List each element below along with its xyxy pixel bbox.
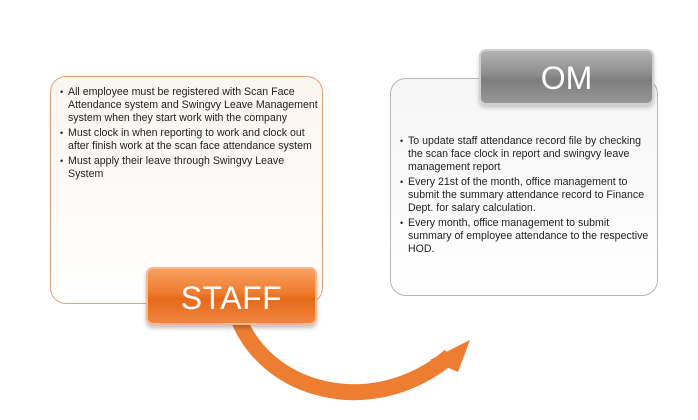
staff-bullet-item: Must clock in when reporting to work and… — [60, 127, 319, 153]
om-label: OM — [479, 49, 654, 105]
om-bullet-item: Every 21st of the month, office manageme… — [400, 176, 655, 215]
staff-content-box: All employee must be registered with Sca… — [50, 76, 323, 304]
staff-bullet-list: All employee must be registered with Sca… — [60, 86, 319, 183]
staff-bullet-item: All employee must be registered with Sca… — [60, 86, 319, 125]
curved-arrow-shaft — [228, 309, 456, 401]
curved-arrow-head — [430, 340, 470, 372]
om-bullet-item: To update staff attendance record file b… — [400, 135, 655, 174]
om-content-box: To update staff attendance record file b… — [390, 78, 658, 296]
om-bullet-item: Every month, office management to submit… — [400, 217, 655, 256]
om-bullet-list: To update staff attendance record file b… — [400, 135, 655, 258]
staff-bullet-item: Must apply their leave through Swingvy L… — [60, 155, 319, 181]
staff-label: STAFF — [146, 267, 317, 325]
